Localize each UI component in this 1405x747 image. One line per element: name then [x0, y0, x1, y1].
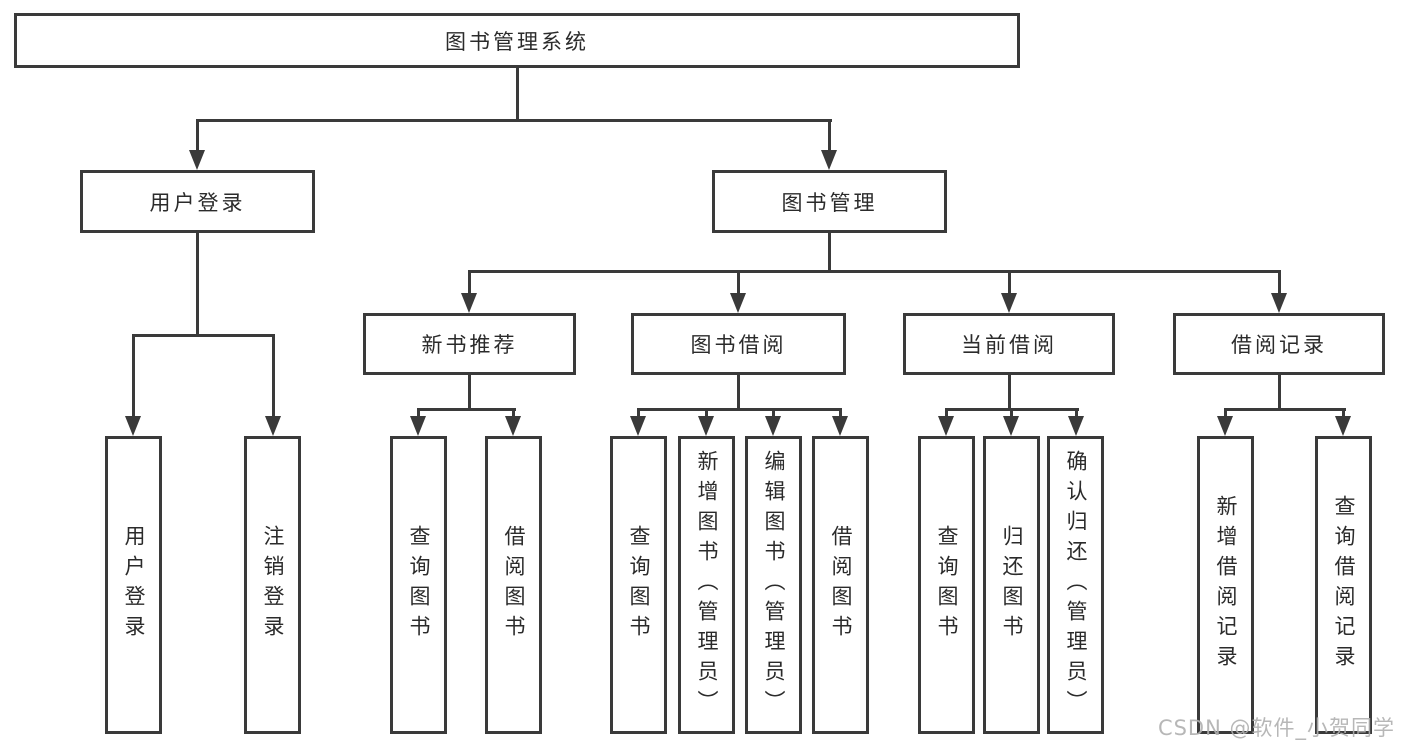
arrow-down-icon [461, 293, 477, 313]
edge [1342, 408, 1345, 419]
edge [417, 408, 516, 411]
edge [272, 334, 275, 418]
edge [196, 233, 199, 336]
edge [945, 408, 948, 419]
arrow-down-icon [189, 150, 205, 170]
leaf-add-borrow-record: 新增借阅记录 [1197, 436, 1254, 734]
edge [132, 334, 275, 337]
node-borrow-records: 借阅记录 [1173, 313, 1385, 375]
edge [1278, 270, 1281, 295]
edge [468, 270, 1281, 273]
edge [1008, 375, 1011, 410]
edge [512, 408, 515, 419]
arrow-down-icon [410, 416, 426, 436]
edge [516, 68, 519, 121]
edge [1224, 408, 1227, 419]
edge [196, 119, 832, 122]
edge [737, 375, 740, 410]
node-root: 图书管理系统 [14, 13, 1020, 68]
leaf-confirm-return-admin: 确认归还（管理员） [1047, 436, 1104, 734]
node-current-borrow: 当前借阅 [903, 313, 1115, 375]
edge [637, 408, 640, 419]
leaf-borrow-books-borrow: 借阅图书 [812, 436, 869, 734]
edge [1075, 408, 1078, 419]
edge [705, 408, 708, 419]
edge [196, 119, 199, 152]
leaf-add-books-admin: 新增图书（管理员） [678, 436, 735, 734]
node-user-login: 用户登录 [80, 170, 315, 233]
arrow-down-icon [1217, 416, 1233, 436]
arrow-down-icon [505, 416, 521, 436]
leaf-user-login: 用户登录 [105, 436, 162, 734]
arrow-down-icon [832, 416, 848, 436]
arrow-down-icon [265, 416, 281, 436]
leaf-edit-books-admin: 编辑图书（管理员） [745, 436, 802, 734]
edge [1224, 408, 1346, 411]
leaf-query-books-newbook: 查询图书 [390, 436, 447, 734]
edge [737, 270, 740, 295]
edge [1010, 408, 1013, 419]
arrow-down-icon [1068, 416, 1084, 436]
edge [772, 408, 775, 419]
edge [839, 408, 842, 419]
arrow-down-icon [821, 150, 837, 170]
arrow-down-icon [1335, 416, 1351, 436]
arrow-down-icon [730, 293, 746, 313]
node-book-management: 图书管理 [712, 170, 947, 233]
edge [828, 233, 831, 272]
edge [417, 408, 420, 419]
edge [1278, 375, 1281, 410]
edge [637, 408, 842, 411]
arrow-down-icon [1271, 293, 1287, 313]
leaf-query-books-borrow: 查询图书 [610, 436, 667, 734]
edge [468, 375, 471, 410]
leaf-query-borrow-record: 查询借阅记录 [1315, 436, 1372, 734]
arrow-down-icon [630, 416, 646, 436]
arrow-down-icon [765, 416, 781, 436]
leaf-borrow-books-newbook: 借阅图书 [485, 436, 542, 734]
leaf-return-books: 归还图书 [983, 436, 1040, 734]
node-book-borrow: 图书借阅 [631, 313, 846, 375]
leaf-logout: 注销登录 [244, 436, 301, 734]
edge [468, 270, 471, 295]
csdn-watermark: CSDN @软件_小贺同学 [1157, 716, 1395, 740]
arrow-down-icon [698, 416, 714, 436]
node-new-book-recommend: 新书推荐 [363, 313, 576, 375]
edge [828, 119, 831, 152]
edge [1008, 270, 1011, 295]
arrow-down-icon [1001, 293, 1017, 313]
arrow-down-icon [1003, 416, 1019, 436]
arrow-down-icon [938, 416, 954, 436]
leaf-query-books-current: 查询图书 [918, 436, 975, 734]
arrow-down-icon [125, 416, 141, 436]
edge [132, 334, 135, 418]
